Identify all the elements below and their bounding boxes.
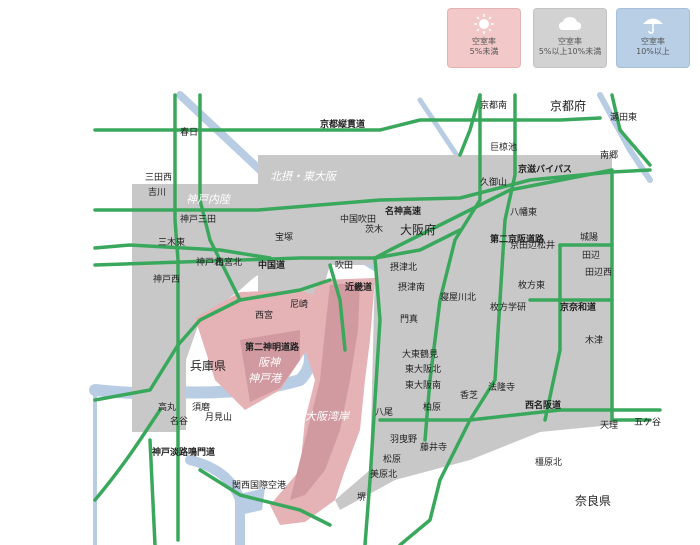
pref-hyogo: 兵庫県: [190, 359, 226, 373]
legend-high-label: 空室率: [641, 37, 665, 46]
place-nawa: 名谷: [170, 415, 188, 427]
place-yoshikawa: 吉川: [148, 187, 166, 198]
road-kinki: 近畿道: [345, 281, 372, 293]
place-suita: 吹田: [335, 259, 353, 271]
place-kadoma: 門真: [400, 313, 418, 325]
legend-low-label: 空室率: [472, 37, 496, 46]
place-settsu-kita: 摂津北: [390, 261, 417, 273]
area-osaka-bay: 大阪湾岸: [305, 410, 350, 423]
place-chugoku-suita: 中国吹田: [340, 213, 376, 225]
road-chugoku: 中国道: [258, 259, 285, 271]
place-hirakata-higashi: 枚方東: [518, 279, 545, 291]
place-yawata-higashi: 八幡東: [510, 206, 537, 218]
place-yao: 八尾: [375, 407, 393, 418]
place-tsukimiyama: 月見山: [205, 412, 232, 423]
sun-icon: [474, 14, 494, 34]
place-tenri: 天理: [600, 420, 618, 431]
place-kyotanabe-matsui: 京田辺松井: [510, 239, 555, 251]
road-keinawa: 京奈和道: [560, 301, 596, 313]
place-takamaru: 高丸: [158, 401, 176, 413]
place-daito-tsurumi: 大東鶴見: [402, 348, 438, 360]
place-kashiwara: 柏原: [423, 401, 441, 413]
area-kobe-port: 神戸港: [248, 372, 283, 385]
place-miki-higashi: 三木東: [158, 236, 185, 248]
place-mihara-kita: 美原北: [370, 468, 397, 480]
road-kobe-awaji: 神戸淡路鳴門道: [152, 446, 215, 458]
place-seta-higashi: 瀬田東: [610, 111, 637, 123]
zone-kobe-west: [132, 390, 178, 432]
place-gokaya: 五ケ谷: [634, 417, 661, 428]
road-keiji: 京都縦貫道: [320, 118, 365, 130]
road-nishi-meihan: 西名阪道: [525, 399, 561, 411]
place-kobe-nishi: 神戸西: [153, 273, 180, 285]
legend-high-vacancy: 空室率 10%以上: [616, 8, 690, 68]
place-kashiba: 香芝: [460, 389, 478, 401]
area-hokusetsu: 北摂・東大阪: [270, 170, 338, 183]
pref-kyoto: 京都府: [550, 98, 586, 113]
place-joyo: 城陽: [580, 232, 598, 243]
place-kumiyama: 久御山: [480, 176, 507, 188]
area-kobe-inland: 神戸内陸: [186, 193, 231, 206]
area-hanshin: 阪神: [258, 356, 282, 369]
place-takarazuka: 宝塚: [275, 231, 293, 243]
legend-low-range: 5%未満: [469, 47, 499, 56]
place-kobe-kita: 神戸北: [196, 256, 223, 268]
place-suma: 須磨: [192, 402, 210, 413]
place-nishinomiya-kita: 西宮北: [215, 256, 242, 268]
place-settsu-minami: 摂津南: [398, 281, 425, 293]
road-second-keihan: 第二京阪道路: [490, 233, 545, 245]
legend-mid-range: 5%以上10%未満: [538, 47, 602, 56]
place-kashihara-kita: 橿原北: [535, 456, 562, 468]
place-habikino: 羽曳野: [390, 434, 417, 445]
road-second-shinmei: 第二神明道路: [245, 341, 300, 353]
place-higashi-osaka-kita: 東大阪北: [405, 363, 441, 375]
umbrella-icon: [643, 18, 663, 34]
road-meishin: 名神高速: [385, 205, 421, 217]
place-fujiidera: 藤井寺: [420, 441, 447, 453]
legend-low-vacancy: 空室率 5%未満: [447, 8, 521, 68]
place-higashi-osaka-minami: 東大阪南: [405, 379, 441, 391]
zone-hokusetsu: [258, 155, 478, 210]
expressway-layer: [93, 93, 662, 545]
place-ogura: 巨椋池: [490, 141, 517, 153]
pref-osaka: 大阪府: [400, 222, 436, 237]
place-kyoto-minami: 京都南: [480, 99, 507, 111]
place-tanabe: 田辺: [582, 250, 600, 261]
place-hirakata-gakken: 枚方学研: [490, 301, 526, 313]
place-kizu: 木津: [585, 334, 603, 346]
legend-mid-label: 空室率: [558, 37, 582, 46]
place-neyagawa-kita: 寝屋川北: [440, 291, 476, 303]
place-amagasaki: 尼崎: [290, 298, 308, 310]
road-kyoto-bypass: 京滋バイパス: [518, 163, 572, 175]
place-tanabe-nishi: 田辺西: [585, 267, 612, 278]
pref-nara: 奈良県: [575, 493, 611, 508]
place-nangou: 南郷: [600, 149, 618, 161]
place-sakai: 堺: [357, 491, 366, 503]
place-horyuji: 法隆寺: [488, 381, 515, 393]
place-kansai-airport: 関西国際空港: [232, 479, 286, 491]
legend-mid-vacancy: 空室率 5%以上10%未満: [533, 8, 607, 68]
labels: 京都府 大阪府 兵庫県 奈良県 神戸内陸 北摂・東大阪 阪神 神戸港 大阪湾岸 …: [145, 98, 661, 508]
legend-high-range: 10%以上: [636, 47, 670, 56]
place-ibaraki: 茨木: [365, 223, 383, 235]
zone-hanshin-dark: [240, 330, 300, 402]
place-kasuga: 春日: [180, 126, 198, 138]
cloud-icon: [559, 17, 581, 30]
place-matsubara: 松原: [383, 453, 401, 465]
place-nishinomiya: 西宮: [255, 309, 273, 321]
place-kobe-mita: 神戸三田: [180, 213, 216, 225]
place-mita-nishi: 三田西: [145, 172, 172, 183]
